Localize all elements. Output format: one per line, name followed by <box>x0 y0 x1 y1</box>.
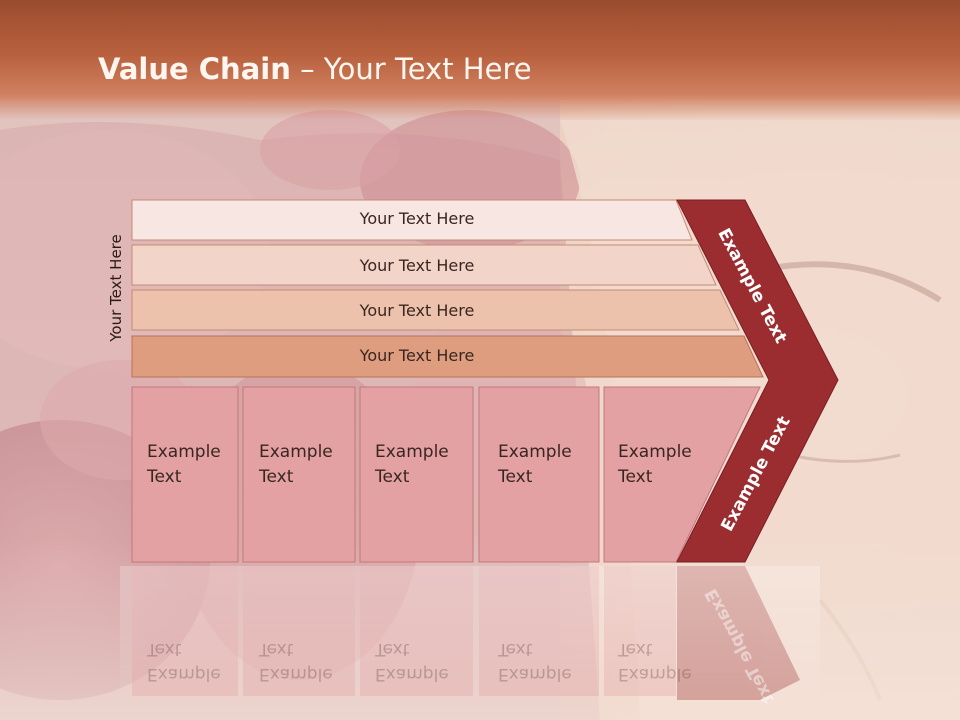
card-1-line2: Text <box>147 467 182 487</box>
card-1-line1: Example <box>147 442 221 462</box>
card-box-2 <box>242 386 356 563</box>
card-5-reflection-line1: Example <box>618 664 692 684</box>
card-3: Example Text <box>375 440 470 490</box>
card-1-reflection: Example Text <box>147 636 242 686</box>
card-4: Example Text <box>498 440 593 490</box>
side-label-text: Your Text Here <box>107 234 125 342</box>
row-label-4: Your Text Here <box>359 346 475 365</box>
card-2-reflection: Example Text <box>259 636 354 686</box>
row-bar-1 <box>131 199 693 241</box>
card-4-reflection-line1: Example <box>498 664 572 684</box>
card-box-1 <box>131 386 239 563</box>
card-5-line2: Text <box>618 467 653 487</box>
row-label-2: Your Text Here <box>359 256 475 275</box>
card-5: Example Text <box>618 440 713 490</box>
card-box-4 <box>478 386 600 563</box>
card-box-5 <box>603 386 761 563</box>
card-3-reflection-line2: Text <box>375 639 410 659</box>
card-1-reflection-line2: Text <box>147 639 182 659</box>
card-1-reflection-line1: Example <box>147 664 221 684</box>
card-5-reflection-line2: Text <box>618 639 653 659</box>
card-2: Example Text <box>259 440 354 490</box>
row-bar-2 <box>131 244 717 286</box>
card-2-reflection-line1: Example <box>259 664 333 684</box>
page-title: Value Chain – Your Text Here <box>98 52 532 96</box>
row-label-1: Your Text Here <box>359 209 475 228</box>
card-4-reflection: Example Text <box>498 636 593 686</box>
card-4-line1: Example <box>498 442 572 462</box>
title-bold: Value Chain <box>98 52 291 86</box>
title-bar <box>0 0 960 120</box>
card-3-reflection: Example Text <box>375 636 470 686</box>
card-5-reflection: Example Text <box>618 636 713 686</box>
card-3-reflection-line1: Example <box>375 664 449 684</box>
card-4-line2: Text <box>498 467 533 487</box>
card-5-line1: Example <box>618 442 692 462</box>
row-bar-3 <box>131 289 740 331</box>
card-3-line1: Example <box>375 442 449 462</box>
chevron-arrow <box>676 199 839 563</box>
row-label-3: Your Text Here <box>359 301 475 320</box>
card-4-reflection-line2: Text <box>498 639 533 659</box>
card-2-line2: Text <box>259 467 294 487</box>
card-2-reflection-line2: Text <box>259 639 294 659</box>
card-box-3 <box>359 386 474 563</box>
title-rest: – Your Text Here <box>290 52 532 86</box>
card-3-line2: Text <box>375 467 410 487</box>
row-bar-4 <box>131 335 764 378</box>
card-1: Example Text <box>147 440 242 490</box>
card-2-line1: Example <box>259 442 333 462</box>
